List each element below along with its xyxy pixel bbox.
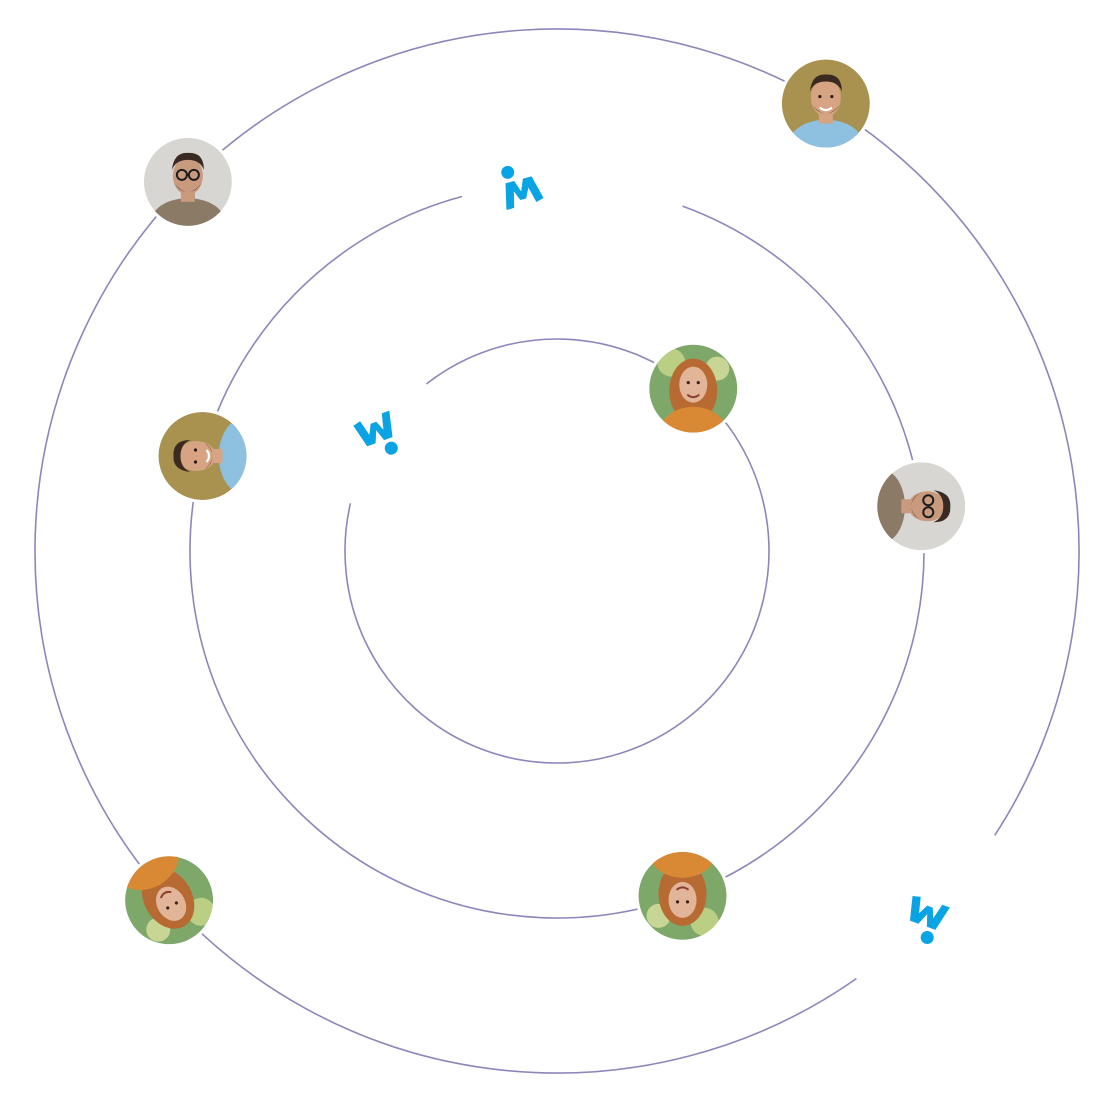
middle-orbit (189, 195, 925, 919)
avatar-woman-outer-bottom (117, 845, 217, 948)
orbit-arc (189, 195, 542, 919)
avatar-man-glasses-outer (140, 134, 235, 229)
avatar-man-glasses-middle (874, 459, 969, 554)
brand-logo-icon-middle-top (501, 165, 544, 210)
avatar-woman-inner (646, 341, 741, 436)
orbit-arc (344, 503, 737, 764)
orbit-arc (540, 205, 925, 919)
avatar-man-smiling-outer (778, 56, 873, 151)
brand-logo-icon-inner-bottom (353, 410, 398, 455)
avatar-man-smiling-middle (155, 409, 250, 504)
brand-logo-icon-outer-right (909, 896, 950, 945)
avatar-woman-middle-bottom (635, 848, 730, 943)
orbit-arc (180, 28, 1080, 836)
